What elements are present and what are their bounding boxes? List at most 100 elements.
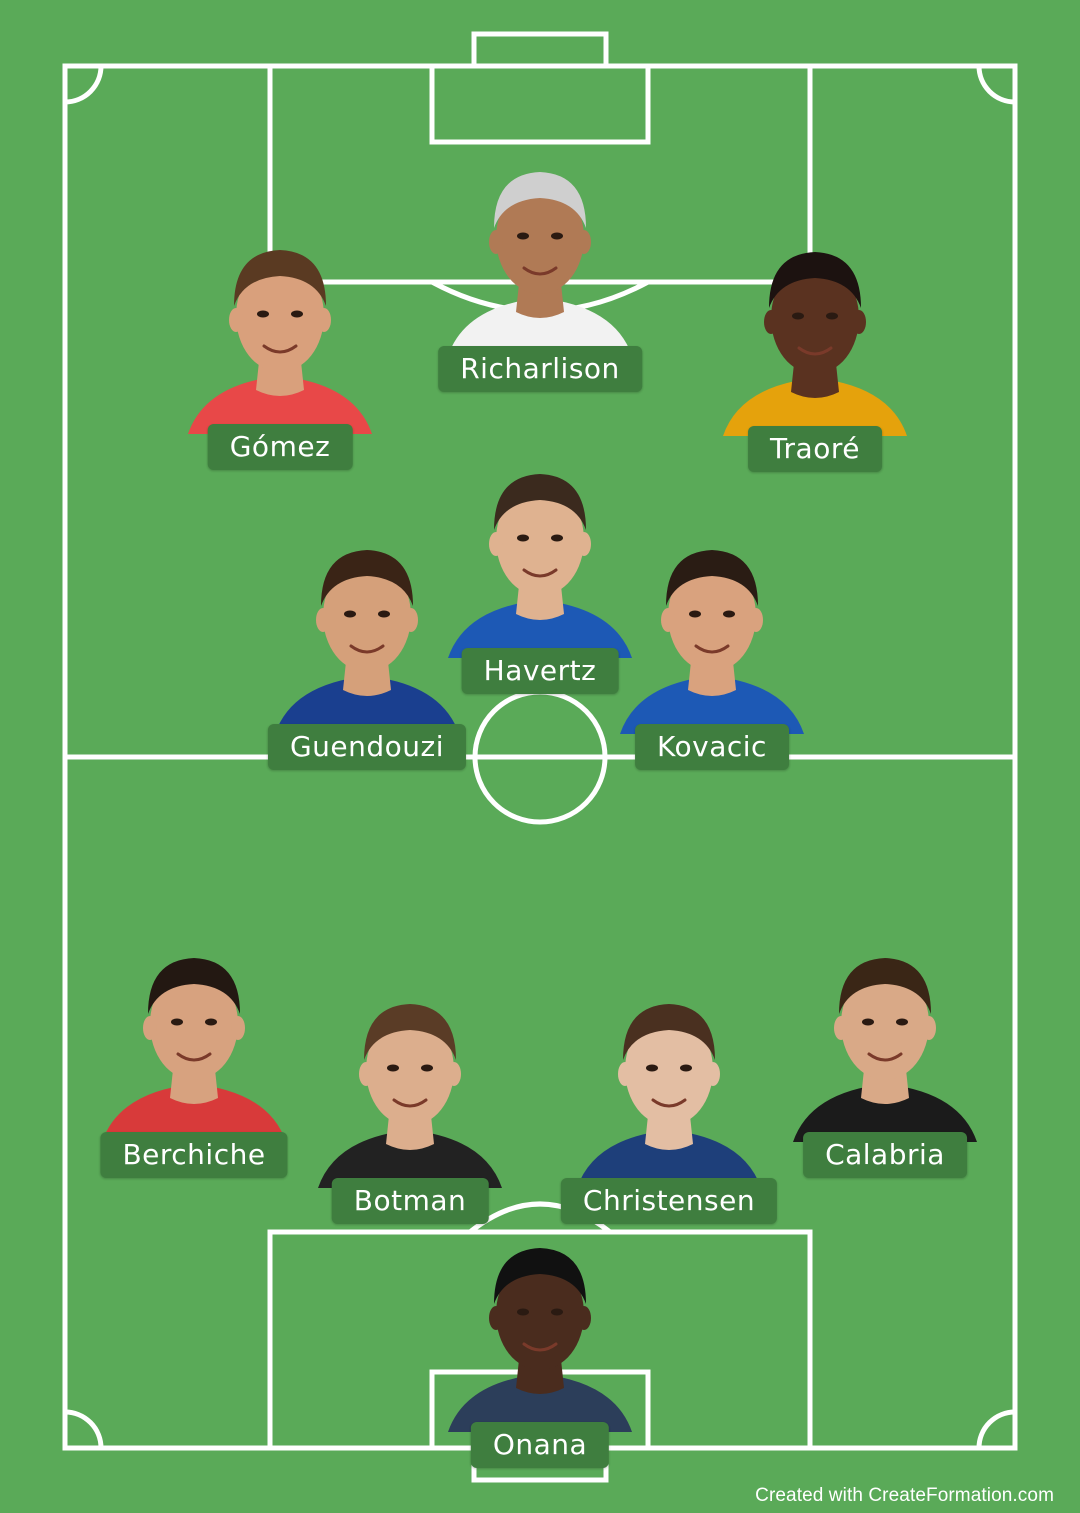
eye-right	[551, 232, 563, 240]
ear-right	[749, 608, 763, 632]
player-photo	[275, 550, 459, 734]
mouth	[651, 1098, 687, 1108]
player-name: Kovacic	[635, 724, 789, 770]
eye-right	[551, 534, 563, 542]
player-photo	[620, 550, 804, 734]
eye-right	[551, 1308, 563, 1316]
shirt	[188, 376, 372, 434]
player-card[interactable]: Onana	[430, 1232, 650, 1468]
player-card[interactable]: Christensen	[559, 988, 779, 1224]
shirt	[723, 378, 907, 436]
player-photo	[188, 250, 372, 434]
hair	[494, 1248, 586, 1304]
ear-left	[834, 1016, 848, 1040]
mouth	[797, 346, 833, 356]
player-name: Richarlison	[438, 346, 642, 392]
mouth	[522, 568, 558, 578]
eye-left	[387, 1064, 399, 1072]
head	[236, 260, 324, 372]
ear-right	[577, 532, 591, 556]
player-name: Guendouzi	[267, 724, 467, 770]
ear-left	[489, 532, 503, 556]
corner-arc-top-left	[64, 65, 104, 105]
eye-right	[378, 610, 390, 618]
eye-left	[517, 232, 529, 240]
shirt	[577, 1130, 761, 1188]
player-card[interactable]: Richarlison	[430, 156, 650, 392]
hair	[148, 958, 240, 1014]
ear-left	[359, 1062, 373, 1086]
corner-arc-bottom-left	[64, 1409, 104, 1449]
player-card[interactable]: Guendouzi	[257, 534, 477, 770]
head	[496, 484, 584, 596]
credit-text[interactable]: Created with CreateFormation.com	[755, 1485, 1054, 1506]
shirt	[318, 1130, 502, 1188]
player-card[interactable]: Gómez	[170, 234, 390, 470]
player-name: Gómez	[207, 424, 353, 470]
shirt	[275, 676, 459, 734]
ear-left	[489, 230, 503, 254]
player-name: Botman	[331, 1178, 489, 1224]
ear-right	[447, 1062, 461, 1086]
mouth	[176, 1052, 212, 1062]
shirt	[102, 1084, 286, 1142]
player-photo	[448, 474, 632, 658]
ear-left	[143, 1016, 157, 1040]
player-name: Berchiche	[100, 1132, 288, 1178]
mouth	[522, 266, 558, 276]
player-photo	[793, 958, 977, 1142]
head	[668, 560, 756, 672]
eye-right	[896, 1018, 908, 1026]
player-photo	[448, 1248, 632, 1432]
ear-left	[316, 608, 330, 632]
hair	[234, 250, 326, 306]
player-card[interactable]: Kovacic	[602, 534, 822, 770]
mouth	[694, 644, 730, 654]
player-photo	[448, 172, 632, 356]
head	[496, 1258, 584, 1370]
hair	[364, 1004, 456, 1060]
eye-left	[689, 610, 701, 618]
mouth	[522, 1342, 558, 1352]
head	[841, 968, 929, 1080]
player-card[interactable]: Havertz	[430, 458, 650, 694]
ear-right	[404, 608, 418, 632]
eye-left	[862, 1018, 874, 1026]
shirt	[793, 1084, 977, 1142]
player-card[interactable]: Calabria	[775, 942, 995, 1178]
mouth	[867, 1052, 903, 1062]
ear-right	[706, 1062, 720, 1086]
shirt	[620, 676, 804, 734]
hair	[494, 172, 586, 228]
eye-right	[205, 1018, 217, 1026]
eye-left	[517, 1308, 529, 1316]
eye-right	[421, 1064, 433, 1072]
hair	[494, 474, 586, 530]
eye-left	[646, 1064, 658, 1072]
hair	[321, 550, 413, 606]
ear-left	[618, 1062, 632, 1086]
ear-right	[922, 1016, 936, 1040]
head	[150, 968, 238, 1080]
mouth	[262, 344, 298, 354]
eye-right	[826, 312, 838, 320]
ear-left	[661, 608, 675, 632]
shirt	[448, 298, 632, 356]
eye-left	[257, 310, 269, 318]
player-card[interactable]: Traoré	[705, 236, 925, 472]
eye-left	[517, 534, 529, 542]
corner-arc-bottom-right	[976, 1409, 1016, 1449]
head	[323, 560, 411, 672]
player-card[interactable]: Botman	[300, 988, 520, 1224]
ear-right	[231, 1016, 245, 1040]
head	[366, 1014, 454, 1126]
ear-left	[764, 310, 778, 334]
player-photo	[318, 1004, 502, 1188]
head	[625, 1014, 713, 1126]
hair	[666, 550, 758, 606]
player-name: Havertz	[461, 648, 619, 694]
player-card[interactable]: Berchiche	[84, 942, 304, 1178]
player-name: Christensen	[560, 1178, 778, 1224]
eye-right	[291, 310, 303, 318]
shirt	[448, 1374, 632, 1432]
